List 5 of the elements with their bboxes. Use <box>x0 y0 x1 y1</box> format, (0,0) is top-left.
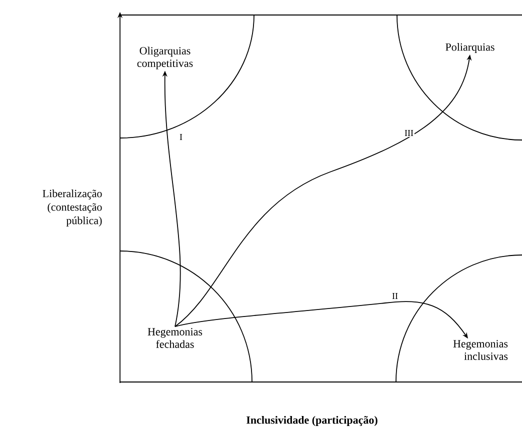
axis-label: Liberalização (contestação pública) <box>42 190 102 226</box>
edge-label: I <box>178 133 184 141</box>
region-sector: Hegemonias fechadas <box>120 250 252 382</box>
axis-label: Inclusividade (participação) <box>246 416 378 426</box>
edge-label: III <box>404 129 414 137</box>
